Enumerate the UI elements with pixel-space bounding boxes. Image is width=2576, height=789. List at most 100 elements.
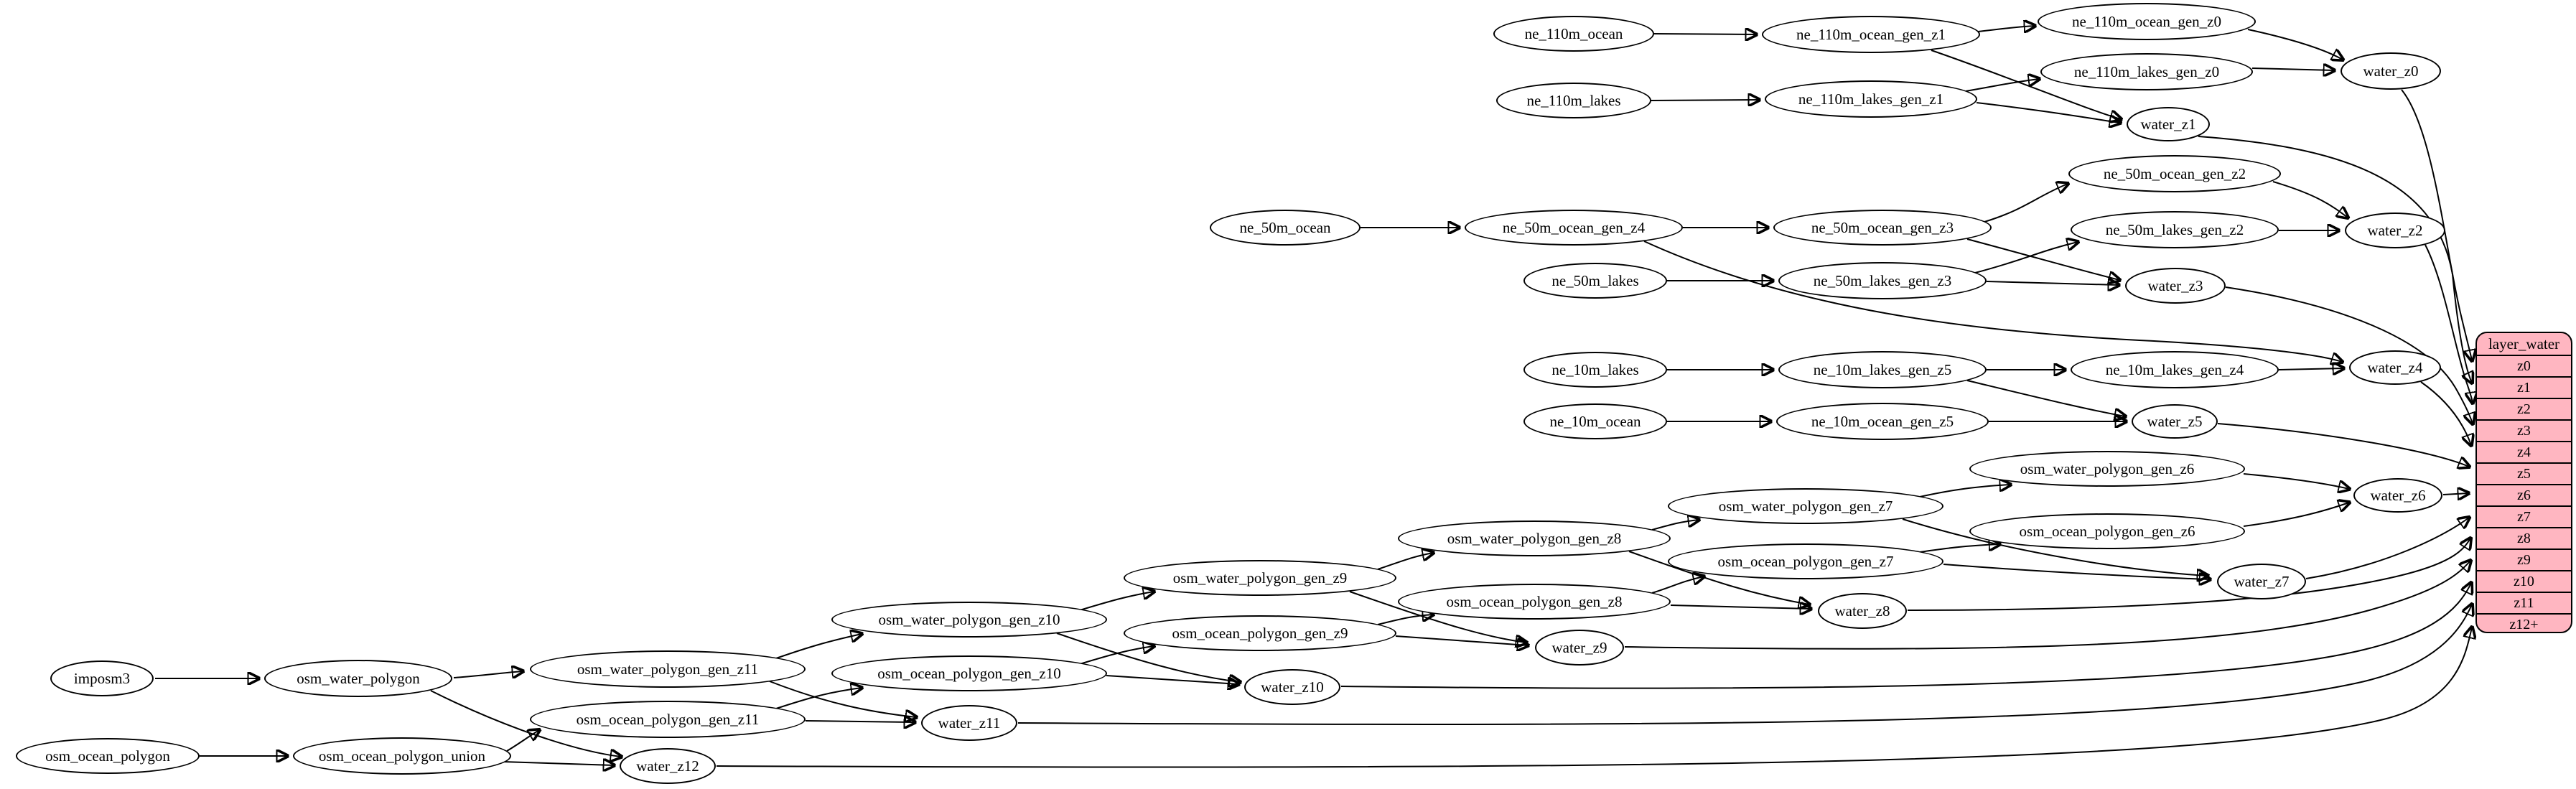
node-water_z5: water_z5 [2132, 404, 2218, 439]
edge-osm_water_polygon_gen_z9-to-osm_water_polygon_gen_z8 [1377, 553, 1433, 570]
layer-water-row-z4: z4 [2477, 441, 2571, 462]
edge-osm_ocean_polygon_gen_z7-to-osm_ocean_polygon_gen_z6 [1919, 544, 1999, 553]
node-osm_water_polygon_gen_z7: osm_water_polygon_gen_z7 [1668, 488, 1943, 524]
node-water_z0: water_z0 [2341, 52, 2441, 90]
node-water_z4: water_z4 [2349, 350, 2441, 385]
layer-water-row-z9: z9 [2477, 548, 2571, 570]
node-osm_water_polygon_gen_z9: osm_water_polygon_gen_z9 [1124, 560, 1396, 596]
node-osm_water_polygon_gen_z10: osm_water_polygon_gen_z10 [831, 602, 1107, 638]
layer-water-row-z1: z1 [2477, 376, 2571, 398]
edge-osm_ocean_polygon_gen_z9-to-osm_ocean_polygon_gen_z8 [1377, 615, 1433, 625]
layer-water-row-z12plus: z12+ [2477, 613, 2571, 632]
edge-osm_water_polygon_gen_z10-to-osm_water_polygon_gen_z9 [1079, 592, 1154, 611]
node-ne_10m_ocean_gen_z5: ne_10m_ocean_gen_z5 [1776, 403, 1989, 440]
edge-water_z7-to-layer_water-z7 [2305, 518, 2469, 579]
node-ne_110m_ocean_gen_z0: ne_110m_ocean_gen_z0 [2038, 3, 2256, 40]
node-ne_50m_ocean: ne_50m_ocean [1210, 210, 1361, 246]
node-ne_10m_lakes: ne_10m_lakes [1523, 352, 1667, 388]
edge-ne_110m_ocean_gen_z0-to-water_z0 [2247, 29, 2343, 60]
node-ne_10m_lakes_gen_z5: ne_10m_lakes_gen_z5 [1778, 351, 1987, 388]
layer-water-row-z2: z2 [2477, 398, 2571, 419]
layer-water-row-z10: z10 [2477, 570, 2571, 592]
layer-water-table: layer_water z0 z1 z2 z3 z4 z5 z6 z7 z8 z… [2475, 332, 2572, 633]
node-ne_110m_lakes: ne_110m_lakes [1496, 83, 1651, 118]
edge-ne_110m_ocean_gen_z1-to-water_z1 [1931, 50, 2121, 119]
edge-osm_water_polygon_gen_z7-to-water_z7 [1902, 518, 2208, 576]
edge-ne_50m_ocean_gen_z2-to-water_z2 [2272, 181, 2348, 218]
node-ne_50m_lakes_gen_z2: ne_50m_lakes_gen_z2 [2071, 211, 2279, 248]
node-ne_110m_ocean_gen_z1: ne_110m_ocean_gen_z1 [1762, 16, 1980, 53]
edge-osm_ocean_polygon_gen_z8-to-water_z8 [1670, 605, 1811, 609]
edge-ne_50m_ocean_gen_z3-to-water_z3 [1966, 238, 2119, 280]
edge-osm_ocean_polygon_gen_z7-to-water_z7 [1943, 564, 2210, 579]
layer-water-row-z3: z3 [2477, 419, 2571, 441]
edge-ne_110m_lakes_gen_z1-to-water_z1 [1976, 102, 2120, 123]
edge-osm_water_polygon_gen_z8-to-water_z8 [1628, 551, 1809, 604]
layer-water-row-z8: z8 [2477, 527, 2571, 548]
edge-osm_water_polygon_gen_z11-to-water_z11 [769, 681, 916, 717]
node-osm_water_polygon_gen_z11: osm_water_polygon_gen_z11 [530, 650, 806, 688]
edge-ne_50m_ocean_gen_z4-to-water_z4 [1643, 241, 2342, 362]
node-osm_ocean_polygon_gen_z6: osm_ocean_polygon_gen_z6 [1969, 513, 2245, 549]
node-osm_ocean_polygon_gen_z8: osm_ocean_polygon_gen_z8 [1398, 584, 1671, 620]
node-water_z6: water_z6 [2353, 478, 2442, 513]
edge-osm_water_polygon_gen_z10-to-water_z10 [1056, 632, 1240, 682]
edge-water_z2-to-layer_water-z2 [2425, 244, 2473, 403]
edge-osm_water_polygon_gen_z11-to-osm_water_polygon_gen_z10 [775, 634, 862, 659]
node-water_z8: water_z8 [1818, 593, 1907, 629]
edge-osm_ocean_polygon_union-to-osm_ocean_polygon_gen_z11 [506, 730, 539, 752]
node-water_z11: water_z11 [921, 705, 1017, 741]
edge-osm_water_polygon_gen_z6-to-water_z6 [2243, 473, 2349, 489]
edge-ne_50m_lakes_gen_z3-to-water_z3 [1986, 281, 2119, 285]
node-ne_10m_lakes_gen_z4: ne_10m_lakes_gen_z4 [2071, 351, 2279, 388]
edge-water_z11-to-layer_water-z11 [1017, 604, 2472, 725]
edge-water_z8-to-layer_water-z8 [1907, 538, 2470, 611]
node-osm_water_polygon: osm_water_polygon [264, 660, 452, 697]
layer-water-row-z11: z11 [2477, 592, 2571, 613]
edge-water_z5-to-layer_water-z5 [2217, 423, 2469, 467]
edge-osm_ocean_polygon_gen_z11-to-osm_ocean_polygon_gen_z10 [775, 688, 862, 709]
layer-water-row-z0: z0 [2477, 355, 2571, 376]
node-water_z12: water_z12 [620, 748, 716, 784]
node-osm_water_polygon_gen_z8: osm_water_polygon_gen_z8 [1398, 520, 1671, 556]
node-water_z7: water_z7 [2217, 564, 2306, 599]
edge-water_z4-to-layer_water-z4 [2420, 381, 2471, 445]
edge-water_z3-to-layer_water-z3 [2225, 286, 2473, 424]
edge-osm_ocean_polygon_gen_z8-to-osm_ocean_polygon_gen_z7 [1651, 576, 1704, 594]
node-ne_50m_ocean_gen_z4: ne_50m_ocean_gen_z4 [1465, 210, 1683, 246]
node-ne_110m_lakes_gen_z1: ne_110m_lakes_gen_z1 [1765, 80, 1977, 118]
node-imposm3: imposm3 [50, 660, 154, 696]
edge-ne_110m_lakes-to-ne_110m_lakes_gen_z1 [1651, 100, 1759, 101]
node-ne_50m_ocean_gen_z2: ne_50m_ocean_gen_z2 [2068, 155, 2281, 192]
edge-ne_110m_ocean_gen_z1-to-ne_110m_ocean_gen_z0 [1977, 26, 2035, 32]
edge-osm_ocean_polygon_gen_z9-to-water_z9 [1395, 635, 1528, 645]
node-ne_110m_ocean: ne_110m_ocean [1493, 16, 1654, 52]
edge-water_z9-to-layer_water-z9 [1624, 561, 2470, 650]
node-osm_water_polygon_gen_z6: osm_water_polygon_gen_z6 [1969, 451, 2245, 487]
node-ne_10m_ocean: ne_10m_ocean [1523, 403, 1667, 439]
edge-ne_50m_lakes_gen_z3-to-ne_50m_lakes_gen_z2 [1974, 242, 2078, 274]
edge-ne_50m_ocean_gen_z3-to-ne_50m_ocean_gen_z2 [1984, 184, 2068, 223]
edge-osm_water_polygon_gen_z7-to-osm_water_polygon_gen_z6 [1919, 485, 2010, 498]
node-ne_50m_lakes_gen_z3: ne_50m_lakes_gen_z3 [1778, 262, 1987, 299]
node-osm_ocean_polygon_gen_z9: osm_ocean_polygon_gen_z9 [1124, 615, 1396, 651]
edge-water_z10-to-layer_water-z10 [1340, 583, 2471, 689]
edge-osm_ocean_polygon_gen_z10-to-water_z10 [1106, 675, 1238, 684]
layer-water-row-z6: z6 [2477, 484, 2571, 505]
layer-water-row-z7: z7 [2477, 505, 2571, 527]
node-water_z1: water_z1 [2127, 107, 2210, 141]
node-ne_110m_lakes_gen_z0: ne_110m_lakes_gen_z0 [2040, 53, 2253, 90]
node-osm_ocean_polygon: osm_ocean_polygon [16, 738, 200, 774]
edge-osm_ocean_polygon_gen_z11-to-water_z11 [805, 721, 915, 722]
node-water_z3: water_z3 [2125, 268, 2226, 304]
edge-osm_water_polygon_gen_z8-to-osm_water_polygon_gen_z7 [1651, 520, 1699, 531]
edge-osm_ocean_polygon_union-to-water_z12 [502, 762, 614, 765]
node-water_z2: water_z2 [2345, 213, 2445, 248]
edge-ne_110m_lakes_gen_z0-to-water_z0 [2251, 68, 2334, 70]
layer-water-title: layer_water [2488, 335, 2560, 353]
node-osm_ocean_polygon_gen_z7: osm_ocean_polygon_gen_z7 [1668, 543, 1943, 579]
node-ne_50m_ocean_gen_z3: ne_50m_ocean_gen_z3 [1773, 210, 1992, 246]
node-osm_ocean_polygon_gen_z10: osm_ocean_polygon_gen_z10 [831, 655, 1107, 691]
node-osm_ocean_polygon_union: osm_ocean_polygon_union [293, 737, 511, 775]
